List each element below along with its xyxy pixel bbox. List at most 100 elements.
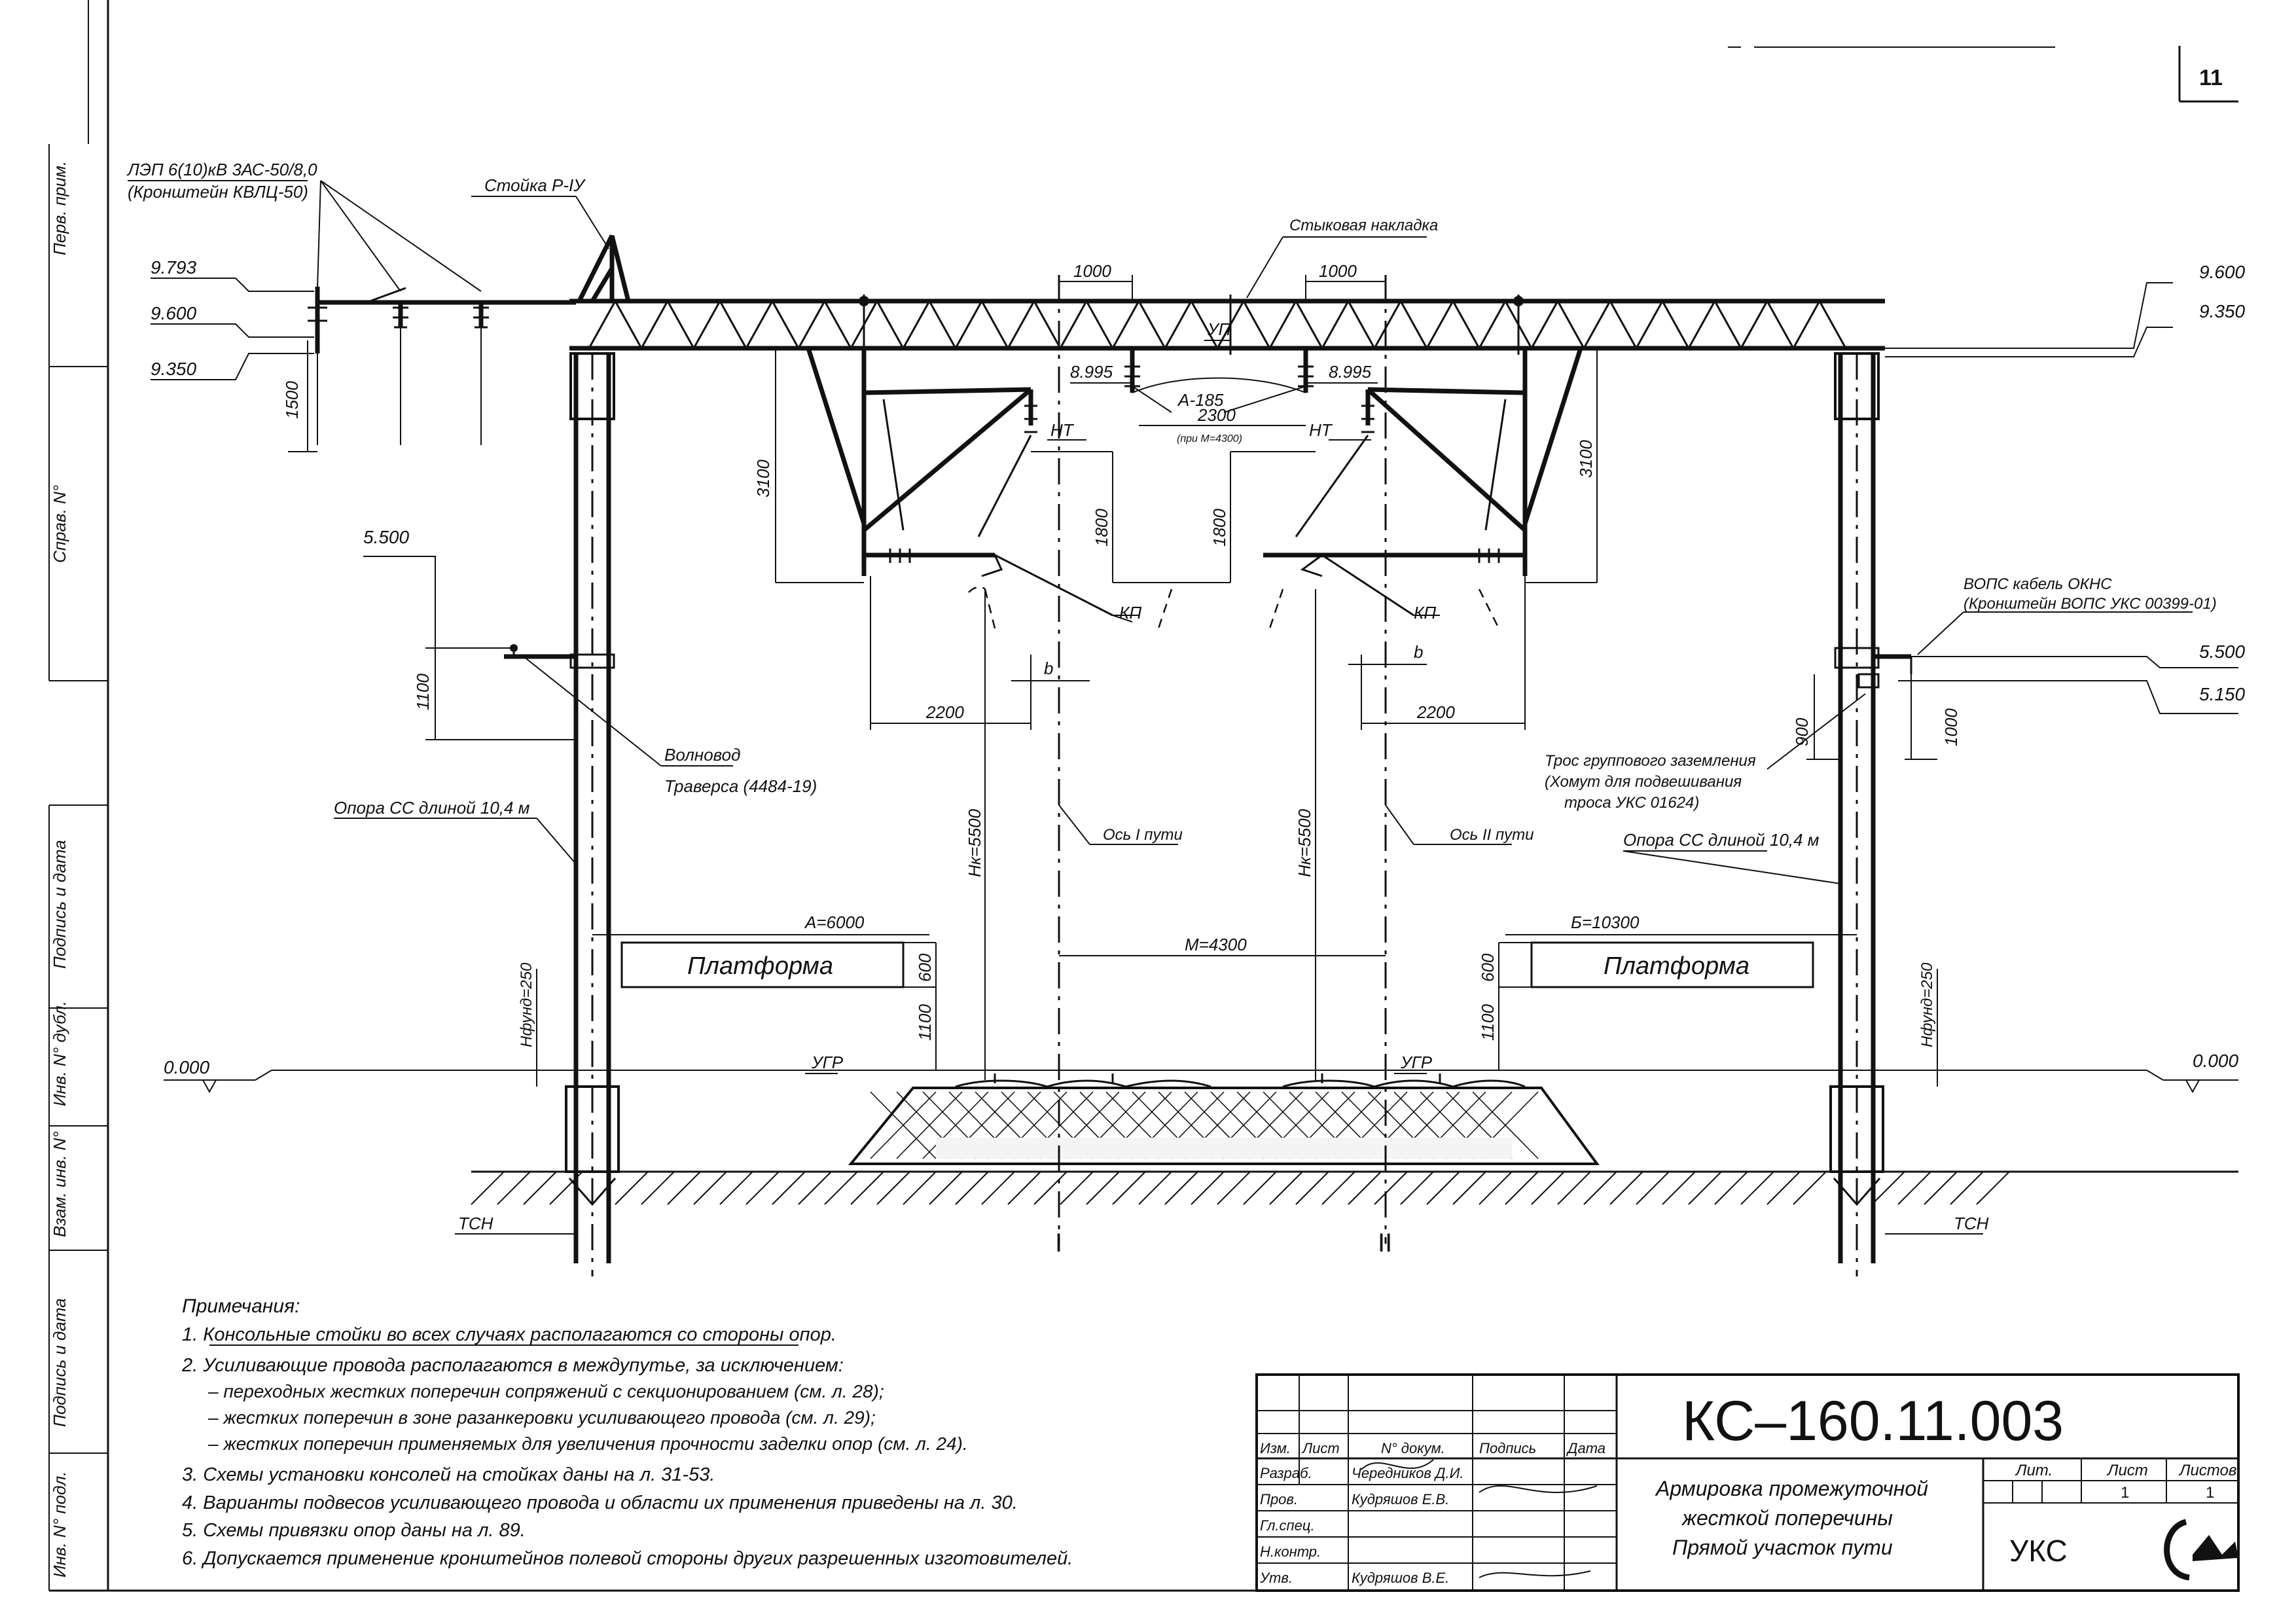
tb-lit-header: Лит. bbox=[2015, 1462, 2053, 1479]
dim-1000-right: 1000 bbox=[1319, 261, 1357, 281]
tb-role-nkontr: Н.контр. bbox=[1260, 1543, 1321, 1560]
tb-role-prov: Пров. bbox=[1260, 1491, 1298, 1507]
side-label-perv: Перв. прим. bbox=[50, 161, 69, 255]
console-left bbox=[806, 347, 1133, 623]
tb-title-2: жесткой поперечины bbox=[1681, 1506, 1893, 1530]
dim-2300: 2300 bbox=[1197, 405, 1236, 425]
note-2a: – переходных жестких поперечин сопряжени… bbox=[207, 1381, 884, 1401]
callout-os-1: Ось I пути bbox=[1103, 826, 1183, 844]
callout-leaders bbox=[128, 180, 2193, 1235]
elev-l9600: 9.600 bbox=[151, 303, 196, 323]
title-block bbox=[1255, 1373, 2240, 1592]
dim-1500: 1500 bbox=[282, 381, 302, 419]
tb-h-izm: Изм. bbox=[1260, 1440, 1291, 1456]
dim-m4300: М=4300 bbox=[1185, 935, 1247, 954]
dim-hfund-right: Hфунд=250 bbox=[1918, 962, 1936, 1047]
elev-l5500: 5.500 bbox=[363, 527, 409, 547]
elev-l9793: 9.793 bbox=[151, 257, 196, 278]
callout-tros-2: (Хомут для подвешивания bbox=[1545, 773, 1742, 791]
tb-listov-header: Листов bbox=[2178, 1462, 2236, 1479]
callout-up: УП bbox=[1207, 319, 1231, 339]
dim-2200-left: 2200 bbox=[925, 702, 964, 722]
tb-h-data: Дата bbox=[1566, 1440, 1605, 1456]
elev-c8995a: 8.995 bbox=[1070, 362, 1113, 382]
company-logo bbox=[2164, 1519, 2238, 1581]
truss-crossbar bbox=[569, 295, 1885, 355]
reinforcing-wire bbox=[1124, 348, 1314, 393]
tb-org: УКС bbox=[2009, 1534, 2068, 1568]
tb-name-utv: Кудряшов В.Е. bbox=[1352, 1570, 1449, 1586]
dim-3100-right: 3100 bbox=[1576, 440, 1596, 478]
dim-b-left: b bbox=[1044, 659, 1053, 678]
notes: Примечания: 1. Консольные стойки во всех… bbox=[181, 1295, 1073, 1569]
dim-b10300: Б=10300 bbox=[1571, 912, 1640, 932]
dim-b-right: b bbox=[1414, 642, 1423, 662]
elev-left-0000: 0.000 bbox=[164, 1057, 209, 1077]
elev-l9350: 9.350 bbox=[151, 359, 196, 379]
dim-1100-left: 1100 bbox=[413, 674, 433, 710]
platform-right-label: Платформа bbox=[1604, 952, 1749, 980]
console-right bbox=[1263, 347, 1583, 617]
callout-tros-3: троса УКС 01624) bbox=[1564, 794, 1699, 812]
note-5: 5. Схемы привязки опор даны на л. 89. bbox=[182, 1520, 526, 1541]
dim-2200-right: 2200 bbox=[1416, 702, 1455, 722]
dim-900: 900 bbox=[1792, 717, 1812, 746]
dimension-lines bbox=[288, 275, 1938, 1087]
elevation-leaders bbox=[151, 278, 2238, 714]
note-3: 3. Схемы установки консолей на стойках д… bbox=[182, 1464, 715, 1485]
stoika-rack bbox=[577, 234, 631, 302]
pole-right bbox=[1829, 352, 1884, 1276]
side-stamp-labels: Перв. прим. Справ. N° Подпись и дата Инв… bbox=[50, 161, 69, 1578]
tb-role-glspec: Гл.спец. bbox=[1260, 1517, 1315, 1534]
dim-a6000: А=6000 bbox=[804, 912, 865, 932]
vops-bracket bbox=[1857, 654, 1912, 689]
note-2c: – жестких поперечин применяемых для увел… bbox=[207, 1434, 968, 1454]
tb-h-list: Лист bbox=[1301, 1440, 1340, 1456]
tb-code: КС–160.11.003 bbox=[1682, 1390, 2064, 1453]
side-label-podpis2: Подпись и дата bbox=[50, 1298, 69, 1427]
label-tsn-left: ТСН bbox=[458, 1214, 493, 1233]
sheet-number: 11 bbox=[2199, 65, 2223, 90]
label-ugr-left: УГР bbox=[811, 1053, 844, 1072]
note-6: 6. Допускается применение кронштейнов по… bbox=[182, 1548, 1073, 1569]
side-label-vzam: Взам. инв. N° bbox=[50, 1131, 69, 1237]
platform-right bbox=[1499, 941, 1814, 988]
callout-vops-bracket: (Кронштейн ВОПС УКС 00399-01) bbox=[1964, 595, 2217, 613]
ballast-prism bbox=[848, 1087, 1600, 1165]
tb-name-prov: Кудряшов Е.В. bbox=[1352, 1491, 1449, 1507]
notes-title: Примечания: bbox=[182, 1295, 300, 1317]
dim-2300-note: (при М=4300) bbox=[1177, 433, 1242, 444]
tb-title-3: Прямой участок пути bbox=[1672, 1536, 1893, 1559]
callout-nt-right: НТ bbox=[1309, 420, 1333, 440]
side-label-inv-dubl: Инв. N° дубл. bbox=[50, 1001, 69, 1106]
callout-a185: А-185 bbox=[1177, 390, 1224, 410]
side-label-inv-podl: Инв. N° подл. bbox=[50, 1471, 69, 1578]
elev-right-0000: 0.000 bbox=[2193, 1051, 2238, 1071]
dim-3100-left: 3100 bbox=[753, 460, 773, 497]
label-tsn-right: ТСН bbox=[1954, 1214, 1989, 1233]
dim-1100-plat-right: 1100 bbox=[1478, 1004, 1498, 1041]
callout-opora-right: Опора СС длиной 10,4 м bbox=[1623, 830, 1820, 850]
dim-hfund-left: Hфунд=250 bbox=[518, 962, 535, 1047]
dim-hk-right: Hк=5500 bbox=[1295, 808, 1314, 877]
callout-os-2: Ось II пути bbox=[1450, 826, 1534, 844]
callout-kp-left: КП bbox=[1119, 603, 1141, 623]
callout-tros-1: Трос группового заземления bbox=[1545, 752, 1756, 770]
dim-600-left: 600 bbox=[915, 953, 935, 982]
track-number-2: II bbox=[1378, 1229, 1392, 1257]
dim-1800-left: 1800 bbox=[1092, 509, 1111, 547]
tb-role-utv: Утв. bbox=[1259, 1570, 1293, 1586]
callout-vops: ВОПС кабель ОКНС bbox=[1964, 575, 2112, 593]
tb-h-dokum: N° докум. bbox=[1381, 1440, 1445, 1456]
dim-1800-right: 1800 bbox=[1210, 509, 1229, 547]
callout-opora-left: Опора СС длиной 10,4 м bbox=[334, 798, 530, 818]
callout-kp-right: КП bbox=[1414, 603, 1436, 623]
callout-lep-bracket: (Кронштейн КВЛЦ-50) bbox=[128, 182, 308, 202]
elev-c8995b: 8.995 bbox=[1329, 362, 1372, 382]
callout-volnovod: Волновод bbox=[664, 745, 741, 765]
callout-nt-left: НТ bbox=[1050, 420, 1075, 440]
sheet-frame bbox=[48, 0, 2238, 1592]
pole-left bbox=[565, 352, 620, 1276]
note-4: 4. Варианты подвесов усиливающего провод… bbox=[182, 1492, 1018, 1513]
